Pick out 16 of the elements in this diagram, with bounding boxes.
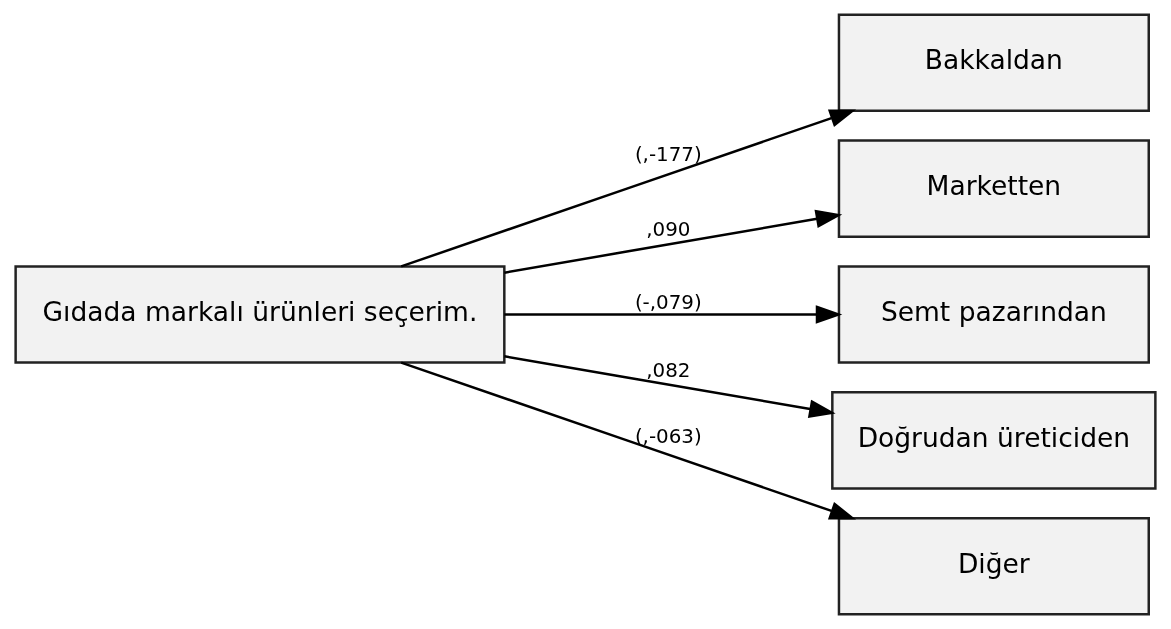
edge-label: ,082: [646, 358, 691, 382]
arrow: [400, 109, 857, 268]
arrow: [504, 355, 836, 419]
arrow: [400, 361, 857, 520]
edge-label: (-,079): [634, 290, 702, 314]
edge-label: ,090: [646, 217, 691, 241]
edge-label: (,-177): [634, 143, 702, 167]
node-box: Bakkaldan: [837, 13, 1150, 112]
node-box: Doğrudan üreticiden: [831, 391, 1157, 490]
arrow: [504, 209, 843, 274]
node-box: Semt pazarından: [837, 265, 1150, 364]
edge-label: (,-063): [634, 425, 702, 449]
node-box: Gıdada markalı ürünleri seçerim.: [14, 265, 506, 364]
node-box: Marketten: [837, 139, 1150, 238]
arrow: [504, 305, 843, 324]
node-box: Diğer: [837, 517, 1150, 616]
